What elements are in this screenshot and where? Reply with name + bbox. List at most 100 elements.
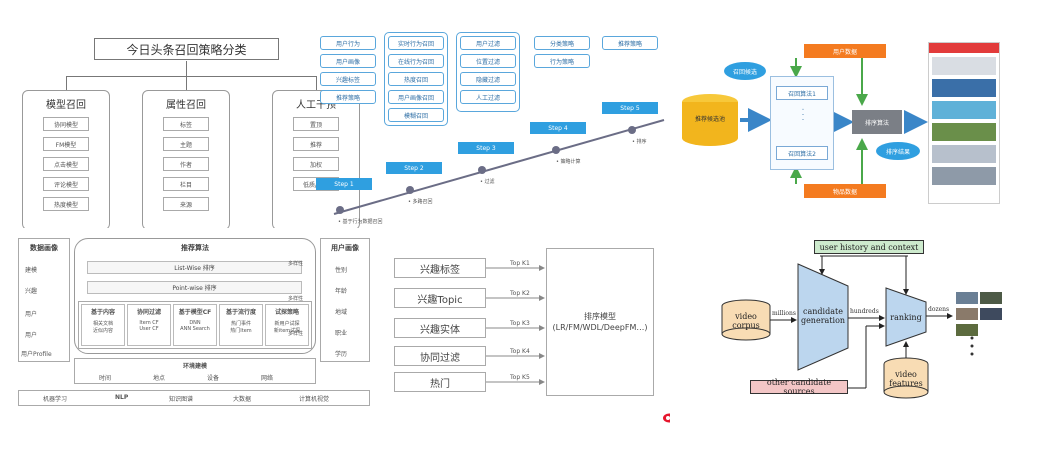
algo-content: 基于内容 相关文档 近似内容: [81, 304, 125, 346]
algorithm-grid: 基于内容 相关文档 近似内容 协同过滤 Item CF User CF 基于模型…: [78, 301, 312, 349]
phone-header-bar: [929, 43, 999, 53]
group-item: 评论模型: [43, 177, 89, 191]
feed-item: [932, 101, 996, 119]
user-profile-box: 用户画像 性别 年龄 地域 职业 学历: [320, 238, 370, 362]
step-note: • 基于行为数据召回: [338, 219, 383, 225]
column-recall: 实时行为召回 在线行为召回 热度召回 用户画像召回 模糊召回: [388, 36, 444, 126]
foundation-item: 机器学习: [43, 396, 68, 403]
result-thumbnail: [980, 292, 1002, 304]
foundation-item: 大数据: [233, 396, 252, 403]
algo-sub: 热门事件 热门Item: [230, 321, 252, 334]
recall-node: 召回算法1: [776, 86, 828, 100]
recall-group: [384, 32, 448, 126]
foundation-bar: 机器学习 NLP 知识图谱 大数据 计算机视觉: [18, 390, 370, 406]
topk-label: Top K1: [510, 260, 530, 267]
weibo-recall-diagram: 兴趣标签 兴趣Topic 兴趣实体 协同过滤 热门 Top K1 Top K2 …: [380, 236, 670, 436]
algo-title: 试探策略: [274, 309, 299, 316]
user-data-box: 用户数据: [804, 44, 886, 58]
topk-label: Top K5: [510, 374, 530, 381]
step-1-label: Step 1: [316, 178, 372, 190]
diversity-column: 多样性 多样性 多样性: [288, 256, 316, 352]
foundation-item: 知识图谱: [169, 396, 194, 403]
source-cf: 协同过滤: [394, 346, 486, 366]
user-profile-item: 职业: [335, 330, 348, 337]
source-interest-tag: 兴趣标签: [394, 258, 486, 278]
user-profile-title: 用户画像: [331, 244, 359, 252]
step-item: 用户行为: [320, 36, 376, 50]
group-item: 标签: [163, 117, 209, 131]
feed-item: [932, 79, 996, 97]
group-title: 人工干预: [296, 100, 336, 111]
group-title: 模型召回: [46, 100, 86, 111]
youtube-dnn-diagram: user history and context video corpus mi…: [700, 236, 1028, 436]
algo-title: 协同过滤: [136, 309, 161, 316]
phone-feed: [928, 42, 1000, 204]
ranking-node: 排序算法: [852, 110, 902, 134]
step-item: 在线行为召回: [388, 54, 444, 68]
group-manual: 人工干预 置顶 推荐 加权 低质/降权: [272, 90, 360, 228]
algo-title: 基于流行度: [225, 309, 256, 316]
algo-cf: 协同过滤 Item CF User CF: [127, 304, 171, 346]
step-dot: [336, 206, 344, 214]
group-attribute-recall: 属性召回 标签 主题 作者 栏目 来源: [142, 90, 230, 228]
ranking-model-sub: (LR/FM/WDL/DeepFM…): [552, 323, 648, 332]
ranking-model-title: 排序模型: [584, 311, 616, 321]
group-item: 栏目: [163, 177, 209, 191]
group-item: 置顶: [293, 117, 339, 131]
column-strategy: 分类策略 行为策略: [534, 36, 590, 72]
feed-item: [932, 145, 996, 163]
flow-graphics: [682, 58, 928, 184]
user-profile-item: 年龄: [335, 288, 348, 295]
diversity-item: 多样性: [288, 296, 304, 302]
video-corpus-label: video corpus: [732, 312, 760, 330]
step-item: 模糊召回: [388, 108, 444, 122]
recall-ellipsis: · · ·: [798, 108, 807, 121]
step-dot: [406, 186, 414, 194]
step-dot: [478, 166, 486, 174]
ranking-bubble: 排序结果: [876, 142, 920, 160]
group-item: FM模型: [43, 137, 89, 151]
tree-connector: [66, 76, 67, 90]
video-features-label: video features: [889, 370, 923, 388]
step-5-label: Step 5: [602, 102, 658, 114]
step-item: 人工过滤: [460, 90, 516, 104]
diversity-item: 多样性: [288, 331, 304, 337]
algo-popularity: 基于流行度 热门事件 热门Item: [219, 304, 263, 346]
group-item: 协同模型: [43, 117, 89, 131]
result-thumbnail: [956, 292, 978, 304]
topk-label: Top K3: [510, 320, 530, 327]
recall-node: 召回算法2: [776, 146, 828, 160]
group-title: 属性召回: [166, 100, 206, 111]
recall-bubble: 召回候选: [724, 62, 766, 80]
tree-connector: [66, 76, 316, 77]
tree-connector: [186, 76, 187, 90]
step-item: 用户过滤: [460, 36, 516, 50]
algo-explore: 试探策略 新用户试探 新item试探: [265, 304, 309, 346]
result-thumbnail: [956, 308, 978, 320]
environment-item: 地点: [153, 375, 166, 382]
tree-title: 今日头条召回策略分类: [94, 38, 279, 60]
step-note: • 多路召回: [408, 199, 433, 205]
user-profile-item: 学历: [335, 351, 348, 358]
data-profile-item: 用户: [25, 311, 38, 318]
data-profile-box: 数据画像 建模 兴趣 用户 用户 用户Profile: [18, 238, 70, 362]
group-item: 推荐: [293, 137, 339, 151]
other-sources-box: other candidate sources: [750, 378, 848, 396]
step-item: 兴趣标签: [320, 72, 376, 86]
foundation-item: 计算机视觉: [299, 396, 330, 403]
step-4-label: Step 4: [530, 122, 586, 134]
group-item: 作者: [163, 157, 209, 171]
environment-item: 设备: [207, 375, 220, 382]
algorithm-box: 推荐算法 List-Wise 排序 Point-wise 排序 基于内容 相关文…: [74, 238, 316, 354]
topk-label: Top K4: [510, 348, 530, 355]
result-thumbnail: [980, 308, 1002, 320]
pointwise-bar: Point-wise 排序: [87, 281, 302, 294]
step-note: • 策略计算: [556, 159, 581, 165]
algo-sub: Item CF User CF: [139, 320, 159, 332]
step-dot: [552, 146, 560, 154]
toutiao-recall-tree: 今日头条召回策略分类 模型召回 协同模型 FM模型 点击模型 评论模型 热度模型…: [14, 28, 374, 228]
result-thumbnail: [956, 324, 978, 336]
algo-title: 基于内容: [90, 309, 115, 316]
candidate-db-label: 推荐候选池: [694, 116, 725, 123]
tree-connector: [316, 76, 317, 90]
